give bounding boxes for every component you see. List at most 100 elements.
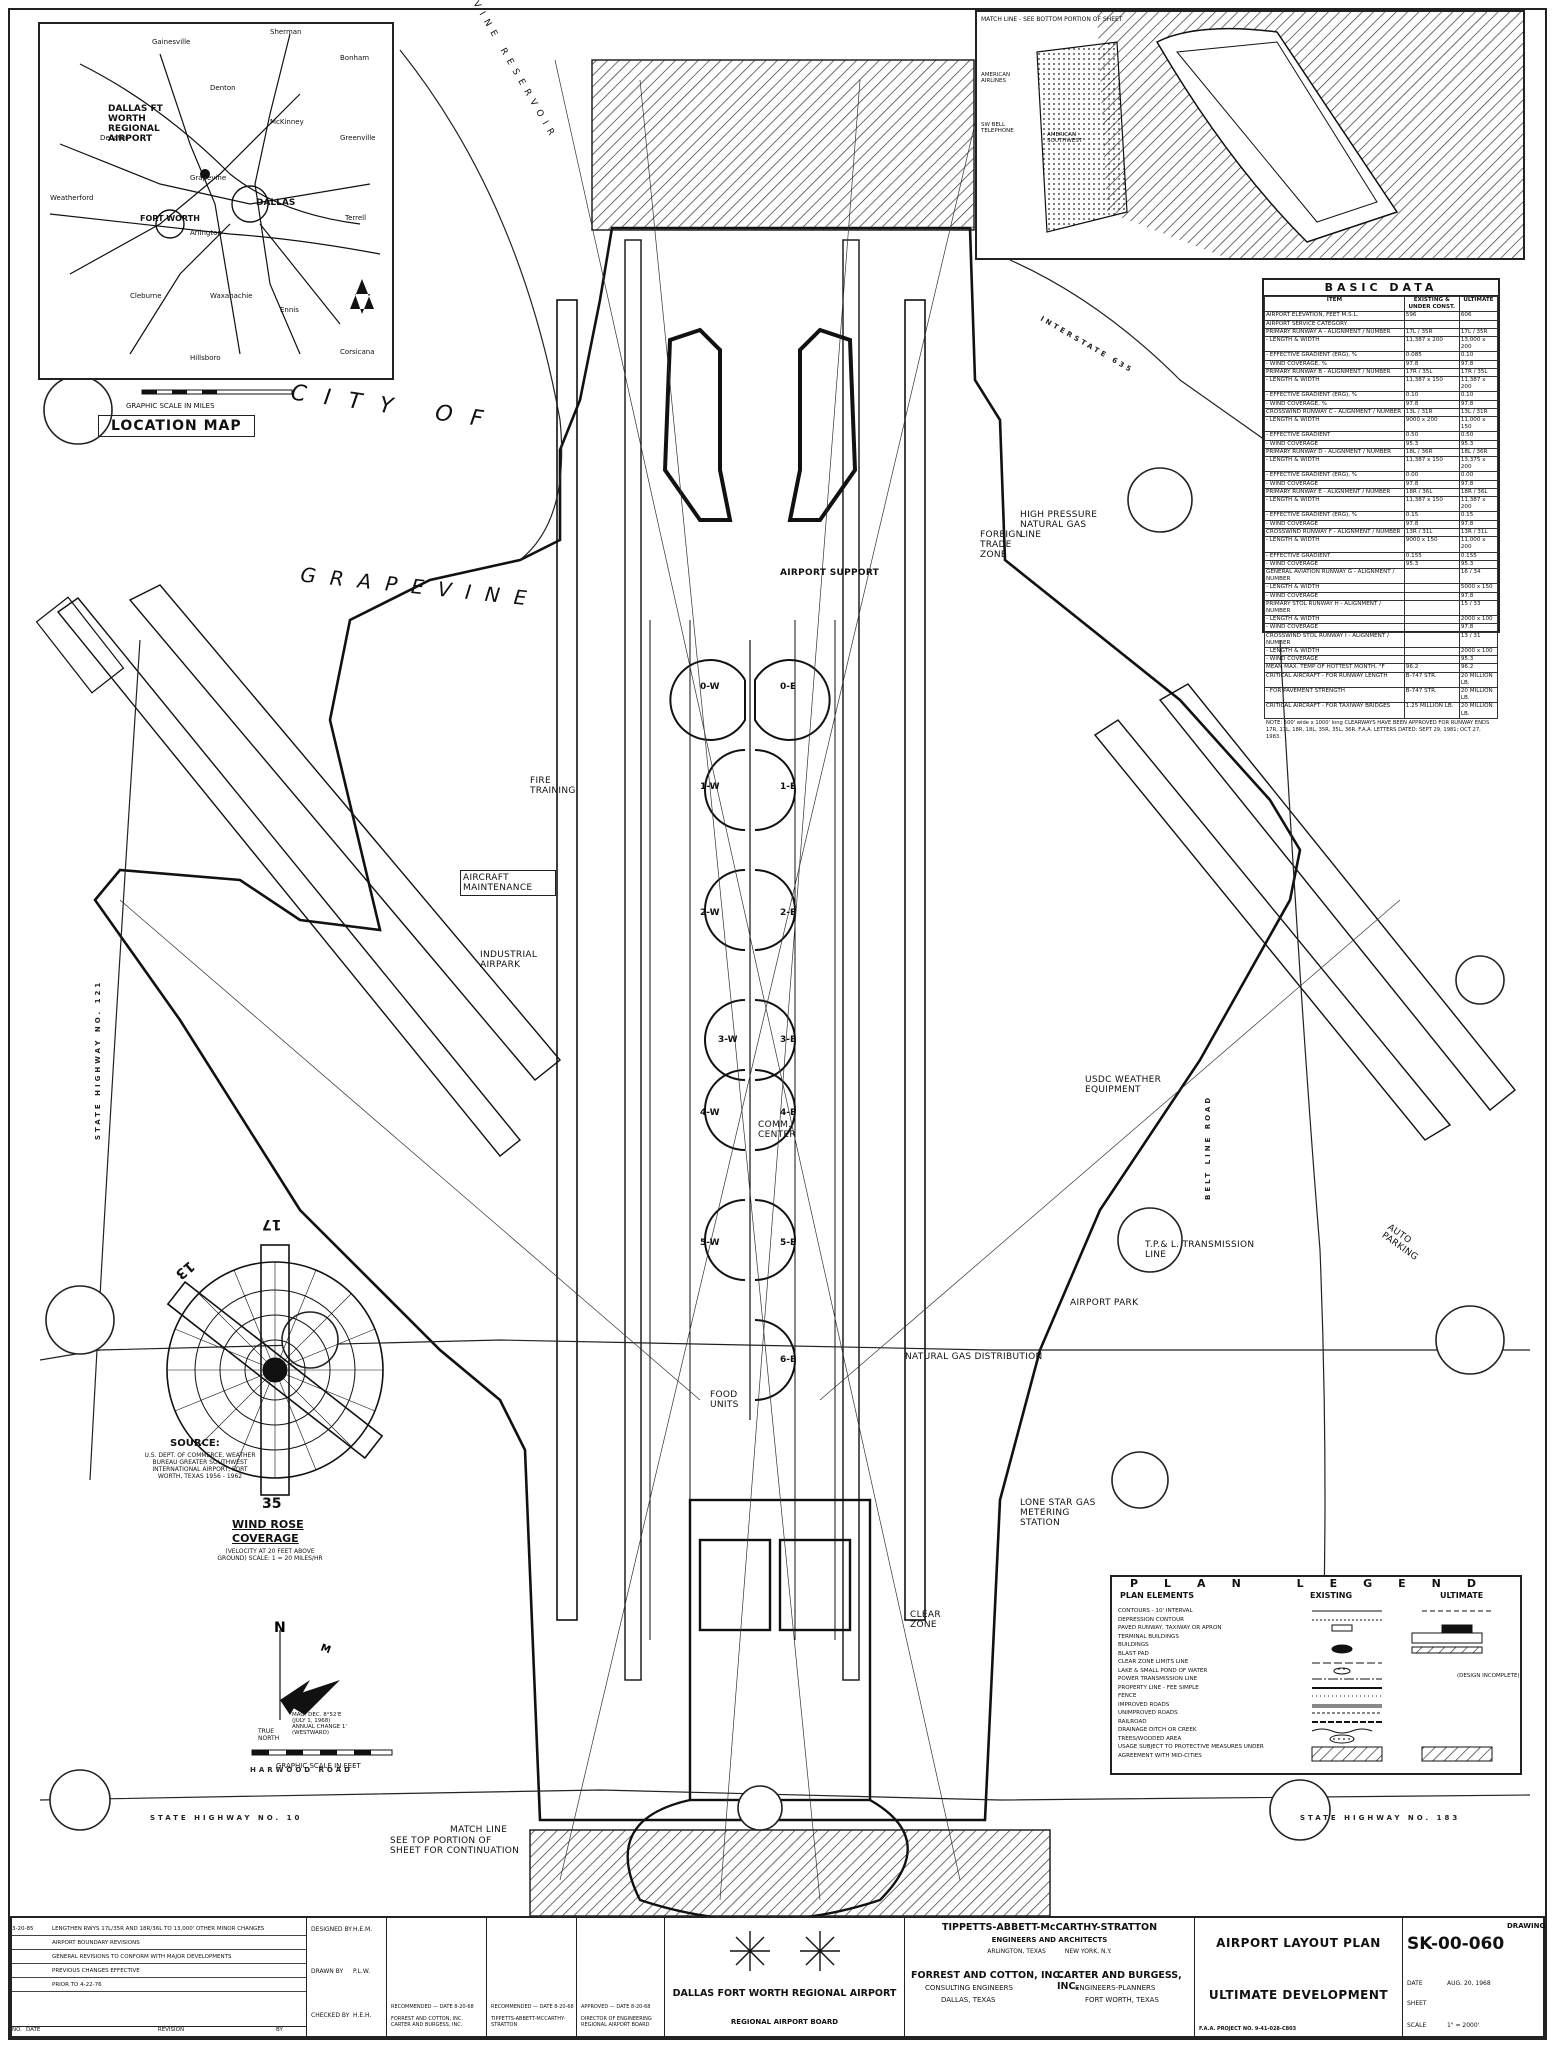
city-ennis: Ennis	[280, 306, 299, 314]
inset-drawing	[977, 12, 1523, 258]
basic-data-existing: 0.15	[1403, 511, 1460, 521]
basic-data-ultimate: 13L / 31R	[1458, 407, 1499, 418]
basic-data-item: PRIMARY STOL RUNWAY H - ALIGNMENT / NUMB…	[1264, 599, 1405, 617]
recommended-2-label: RECOMMENDED — DATE 8-20-68	[491, 2004, 574, 2010]
weather-equipment-label: USDC WEATHER EQUIPMENT	[1085, 1075, 1162, 1095]
basic-data-ultimate: 13,375 x 200	[1458, 456, 1499, 473]
engineers-block: TIPPETTS-ABBETT-McCARTHY-STRATTON ENGINE…	[905, 1918, 1195, 2036]
legend-item: FENCE	[1118, 1693, 1137, 1699]
basic-data-existing: 9000 x 200	[1403, 416, 1460, 433]
terminal-complex	[669, 640, 831, 1420]
basic-data-item: PRIMARY RUNWAY A - ALIGNMENT / NUMBER	[1264, 327, 1405, 338]
plan-title: AIRPORT LAYOUT PLAN	[1216, 1936, 1381, 1950]
food-units-label: FOOD UNITS	[710, 1390, 739, 1410]
recommended-1-org: FORREST AND COTTON, INC. CARTER AND BURG…	[391, 2016, 463, 2028]
location-map-scale-caption: GRAPHIC SCALE IN MILES	[126, 402, 215, 410]
recommend-block-1: RECOMMENDED — DATE 8-20-68 FORREST AND C…	[387, 1918, 487, 2036]
clear-zone-label: CLEAR ZONE	[910, 1610, 941, 1630]
city-grapevine: Grapevine	[190, 174, 227, 182]
airport-name: DALLAS FORT WORTH REGIONAL AIRPORT	[672, 1988, 897, 1999]
city-hillsboro: Hillsboro	[190, 354, 221, 362]
wind-rose-source-label: SOURCE:	[170, 1438, 220, 1449]
property-line	[93, 226, 1302, 1822]
road-label-beltline: BELT LINE ROAD	[1204, 1095, 1212, 1200]
basic-data-item: - LENGTH & WIDTH	[1264, 615, 1405, 625]
basic-data-row: CROSSWIND STOL RUNWAY I - ALIGNMENT / NU…	[1264, 631, 1499, 648]
firm-carter-burgess-sub: ENGINEERS-PLANNERS	[1075, 1984, 1156, 1992]
basic-data-row: GENERAL AVIATION RUNWAY G - ALIGNMENT / …	[1264, 567, 1499, 585]
basic-data-item: - WIND COVERAGE	[1264, 479, 1405, 489]
basic-data-row: - WIND COVERAGE 97.8	[1264, 623, 1499, 633]
basic-data-ultimate: 97.8	[1458, 479, 1499, 489]
approved-label: APPROVED — DATE 8-20-68	[581, 2004, 651, 2010]
basic-data-item: CROSSWIND RUNWAY C - ALIGNMENT / NUMBER	[1264, 407, 1405, 418]
airport-logo	[730, 1931, 840, 1971]
basic-data-item: - FOR PAVEMENT STRENGTH	[1264, 686, 1405, 704]
svg-text:N: N	[274, 1620, 286, 1636]
drawn-by-value: P.L.W.	[353, 1968, 370, 1975]
mag-dec-label: MAG. DEC. 8°52'E (JULY 1, 1968) ANNUAL C…	[292, 1712, 347, 1736]
feet-scale-caption: GRAPHIC SCALE IN FEET	[276, 1762, 361, 1770]
legend-item: USAGE SUBJECT TO PROTECTIVE MEASURES UND…	[1118, 1744, 1264, 1759]
terminal-3e: 3-E	[780, 1035, 797, 1045]
legend-item: BLAST PAD	[1118, 1650, 1149, 1657]
inset-match-line: MATCH LINE - SEE BOTTOM PORTION OF SHEET	[981, 16, 1123, 23]
basic-data-ultimate: 97.8	[1458, 623, 1499, 633]
basic-data-ultimate: 95.3	[1458, 559, 1499, 569]
basic-data-title: BASIC DATA	[1264, 280, 1498, 296]
wind-rose-caption-sub: COVERAGE	[232, 1532, 299, 1545]
drawn-by-label: DRAWN BY	[311, 1968, 344, 1975]
natural-gas-distribution-label: NATURAL GAS DISTRIBUTION	[905, 1352, 1043, 1362]
basic-data-item: GENERAL AVIATION RUNWAY G - ALIGNMENT / …	[1264, 567, 1405, 585]
basic-data-item: - WIND COVERAGE	[1264, 623, 1405, 633]
city-terrell: Terrell	[345, 214, 367, 222]
scale-label: SCALE	[1407, 2022, 1427, 2029]
firm-forrest-cotton: FORREST AND COTTON, INC.	[911, 1970, 1064, 1981]
hatched-area-south	[529, 1829, 1051, 1917]
legend-item: PROPERTY LINE - FEE SIMPLE	[1118, 1684, 1199, 1691]
legend-item: TERMINAL BUILDINGS	[1118, 1633, 1179, 1640]
basic-data-item: - LENGTH & WIDTH	[1264, 536, 1405, 553]
drawing-label: DRAWING	[1507, 1922, 1546, 1930]
basic-data-row: CROSSWIND RUNWAY C - ALIGNMENT / NUMBER 1…	[1264, 407, 1499, 418]
designed-by-label: DESIGNED BY	[311, 1926, 352, 1933]
basic-data-existing	[1403, 583, 1460, 593]
basic-data-item: - EFFECTIVE GRADIENT (ERG), %	[1264, 471, 1405, 481]
basic-data-existing: 17R / 35L	[1403, 367, 1460, 378]
city-fort-worth: FORT WORTH	[140, 214, 200, 223]
legend-item: POWER TRANSMISSION LINE	[1118, 1676, 1198, 1682]
legend-item: DEPRESSION CONTOUR	[1118, 1616, 1185, 1623]
basic-data-note: NOTE: 500' wide x 1000' long CLEARWAYS H…	[1266, 719, 1490, 740]
rev-header-no: NO.	[12, 2027, 22, 2033]
city-denton: Denton	[210, 84, 236, 92]
revision-text: PRIOR TO 4-22-76	[52, 1981, 102, 1988]
basic-data-ultimate: 16 / 34	[1458, 567, 1499, 585]
basic-data-header-ultimate: ULTIMATE	[1458, 295, 1499, 313]
basic-data-item: CRITICAL AIRCRAFT - FOR RUNWAY LENGTH	[1264, 671, 1405, 688]
basic-data-ultimate: 0.10	[1458, 351, 1499, 361]
city-greenville: Greenville	[340, 134, 376, 142]
legend-item: RAILROAD	[1118, 1718, 1147, 1725]
city-dallas: DALLAS	[256, 198, 296, 208]
legend-item: TREES/WOODED AREA	[1118, 1735, 1182, 1742]
basic-data-ultimate: 97.8	[1458, 519, 1499, 529]
wind-rose-caption-title: WIND ROSE	[232, 1518, 304, 1531]
basic-data-existing: 18R / 36L	[1403, 487, 1460, 498]
terminal-1w: 1-W	[700, 782, 720, 792]
basic-data-item: CROSSWIND RUNWAY F - ALIGNMENT / NUMBER	[1264, 527, 1405, 538]
